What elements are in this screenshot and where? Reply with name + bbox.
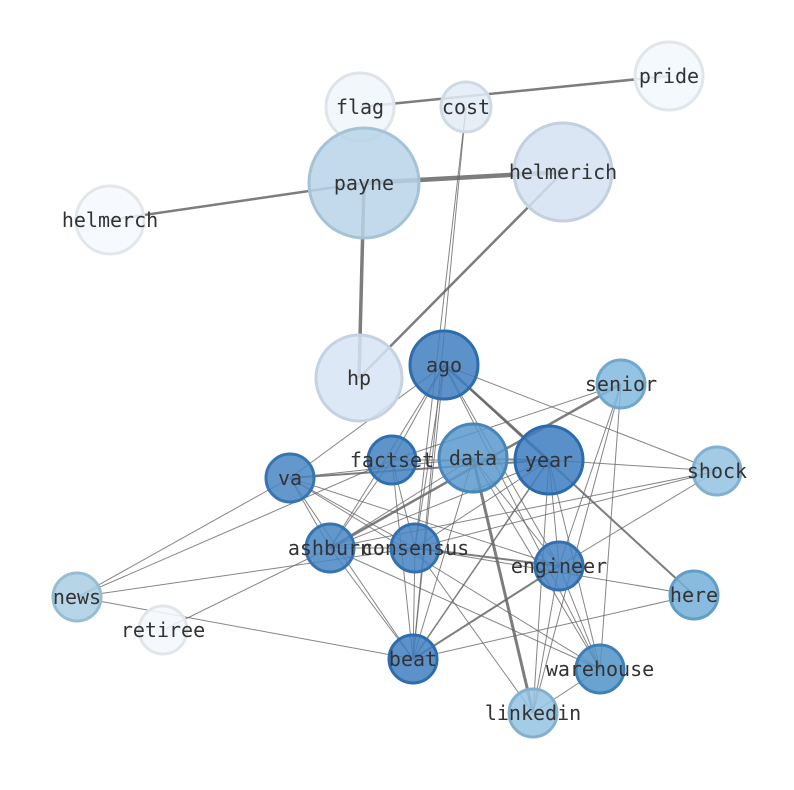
node-circle-senior (595, 358, 647, 410)
edge-senior-warehouse (599, 383, 622, 670)
node-circle-helmerch (74, 184, 146, 256)
node-engineer: engineer (511, 540, 607, 592)
edge-flag-pride (359, 74, 670, 109)
edge-senior-engineer (558, 383, 622, 567)
edge-consensus-linkedin (414, 547, 534, 714)
edge-news-consensus (76, 547, 416, 598)
node-label-factset: factset (350, 448, 434, 472)
edge-ago-beat (412, 364, 445, 660)
node-circle-news (51, 571, 103, 623)
node-helmerich: helmerich (509, 121, 617, 223)
node-circle-hp (314, 333, 404, 423)
node-circle-va (264, 452, 316, 504)
edge-here-beat (412, 594, 695, 660)
edge-news-beat (76, 596, 414, 660)
node-circle-beat (387, 633, 439, 685)
node-label-helmerch: helmerch (62, 208, 158, 232)
edge-year-ashburn (329, 459, 550, 549)
node-beat: beat (387, 633, 439, 685)
node-circle-warehouse (574, 643, 626, 695)
node-payne: payne (307, 126, 421, 240)
node-circle-shock (691, 445, 743, 497)
node-label-pride: pride (639, 64, 699, 88)
node-hp: hp (314, 333, 404, 423)
nodes-layer: pride flag cost payne helmerich helmerch hp ago… (51, 40, 747, 739)
node-label-ago: ago (426, 353, 462, 377)
edge-ashburn-warehouse (329, 547, 601, 670)
node-label-va: va (278, 466, 302, 490)
node-ashburn: ashburn (288, 522, 372, 574)
node-data: data (437, 422, 509, 494)
node-va: va (264, 452, 316, 504)
node-label-shock: shock (687, 459, 747, 483)
node-consensus: consensus (361, 522, 469, 574)
node-circle-linkedin (507, 687, 559, 739)
node-label-hp: hp (347, 366, 371, 390)
node-circle-pride (633, 40, 705, 112)
node-here: here (668, 569, 720, 621)
node-circle-ago (408, 329, 480, 401)
node-label-consensus: consensus (361, 536, 469, 560)
edge-shock-engineer (558, 470, 718, 567)
edge-va-warehouse (289, 477, 601, 670)
node-warehouse: warehouse (546, 643, 654, 695)
node-news: news (51, 571, 103, 623)
edge-ashburn-retiree (162, 547, 331, 631)
node-label-cost: cost (442, 95, 490, 119)
node-label-news: news (53, 585, 101, 609)
edge-data-linkedin (471, 457, 535, 714)
node-flag: flag (324, 71, 396, 143)
node-label-data: data (449, 446, 497, 470)
node-label-year: year (525, 448, 573, 472)
node-label-flag: flag (336, 95, 384, 119)
node-label-senior: senior (585, 372, 657, 396)
node-cost: cost (439, 80, 493, 134)
edge-va-beat (289, 477, 414, 660)
node-circle-factset (366, 434, 418, 486)
node-label-payne: payne (334, 171, 394, 195)
node-circle-year (513, 424, 585, 496)
edge-engineer-beat (412, 565, 560, 660)
edge-senior-factset (391, 383, 622, 461)
node-helmerch: helmerch (62, 184, 158, 256)
node-circle-cost (439, 80, 493, 134)
node-year: year (513, 424, 585, 496)
node-senior: senior (585, 358, 657, 410)
node-label-engineer: engineer (511, 554, 607, 578)
node-circle-helmerich (512, 121, 614, 223)
node-circle-payne (307, 126, 421, 240)
node-circle-data (437, 422, 509, 494)
edge-ago-warehouse (443, 364, 601, 670)
node-label-linkedin: linkedin (485, 701, 581, 725)
edge-year-linkedin (532, 459, 550, 714)
node-label-helmerich: helmerich (509, 160, 617, 184)
node-label-warehouse: warehouse (546, 657, 654, 681)
edge-factset-news (76, 459, 393, 598)
node-ago: ago (408, 329, 480, 401)
node-pride: pride (633, 40, 705, 112)
edge-ago-shock (443, 364, 718, 472)
node-circle-engineer (533, 540, 585, 592)
node-label-here: here (670, 583, 718, 607)
node-label-ashburn: ashburn (288, 536, 372, 560)
edge-va-engineer (289, 477, 560, 567)
edge-cost-consensus (414, 106, 467, 549)
node-circle-ashburn (304, 522, 356, 574)
edge-shock-consensus (414, 470, 718, 549)
node-shock: shock (687, 445, 747, 497)
node-linkedin: linkedin (485, 687, 581, 739)
edge-va-news (76, 477, 291, 598)
node-label-beat: beat (389, 647, 437, 671)
node-retiree: retiree (121, 604, 205, 656)
node-circle-retiree (137, 604, 189, 656)
node-circle-consensus (389, 522, 441, 574)
node-circle-here (668, 569, 720, 621)
node-label-retiree: retiree (121, 618, 205, 642)
node-factset: factset (350, 434, 434, 486)
